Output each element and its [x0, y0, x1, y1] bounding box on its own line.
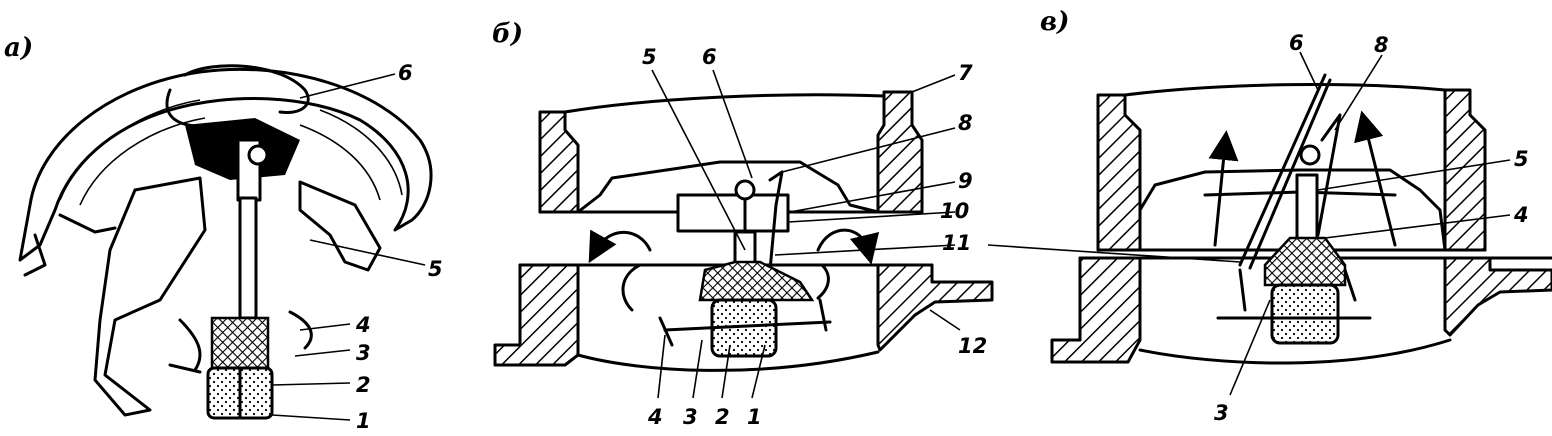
panel-b-leader-2: [721, 344, 731, 399]
panel-a-leader-3: [294, 349, 351, 357]
panel-b-leader-11: [774, 244, 956, 256]
panel-v-leader-8: [1334, 54, 1383, 131]
panel-v-leader-6: [1299, 51, 1319, 91]
panel-a-label: а): [4, 33, 33, 63]
panel-b-label: б): [492, 19, 523, 49]
panel-a-callout-2: 2: [356, 373, 371, 397]
panel-v-callout-8: 8: [1374, 33, 1389, 57]
panel-b-leader-12: [929, 309, 961, 331]
panel-v: в): [987, 7, 1552, 425]
panel-b-callout-11: 11: [942, 231, 971, 255]
panel-v-housing-drawing: [1050, 73, 1552, 365]
panel-b: б): [492, 19, 994, 429]
panel-b-callout-10: 10: [940, 199, 969, 223]
panel-b-callout-6: 6: [702, 45, 717, 69]
panel-a-callout-1: 1: [356, 409, 371, 433]
panel-a-leader-4: [299, 323, 351, 331]
panel-b-callout-4: 4: [647, 405, 663, 429]
panel-a-callout-6: 6: [398, 61, 413, 85]
panel-b-callout-8: 8: [958, 111, 973, 135]
panel-v-leader-4: [1324, 214, 1511, 239]
panel-b-callout-5: 5: [642, 45, 657, 69]
panel-a-leader-5: [309, 239, 426, 266]
panel-v-leader-5: [1317, 159, 1511, 191]
panel-a: а): [4, 33, 443, 433]
panel-b-callout-2: 2: [715, 405, 730, 429]
panel-b-leader-6: [712, 69, 753, 179]
panel-v-label: в): [1040, 7, 1069, 37]
panel-b-leader-5: [651, 69, 746, 251]
panel-a-callout-3: 3: [356, 341, 371, 365]
panel-b-callout-9: 9: [958, 169, 973, 193]
panel-b-callout-7: 7: [958, 61, 973, 85]
panel-a-leader-2: [271, 382, 351, 386]
panel-b-leader-1: [751, 344, 766, 399]
panel-a-callout-5: 5: [428, 257, 443, 281]
panel-v-callout-6: 6: [1289, 31, 1304, 55]
panel-b-leader-8: [781, 127, 956, 173]
panel-b-housing-drawing: [493, 90, 994, 372]
panel-b-callout-1: 1: [747, 405, 762, 429]
panel-b-callout-12: 12: [958, 334, 987, 358]
panel-a-leader-6: [299, 73, 396, 99]
panel-b-leader-3: [692, 339, 703, 399]
panel-v-leader-11: [987, 244, 1241, 263]
panel-b-leader-7: [911, 74, 956, 93]
panel-b-leader-10: [787, 211, 956, 223]
panel-v-callout-3: 3: [1214, 401, 1229, 425]
panel-b-leader-9: [789, 181, 956, 213]
panel-v-callout-4: 4: [1513, 203, 1529, 227]
panel-a-thermostat-drawing: [18, 64, 433, 420]
panel-b-leader-4: [657, 334, 666, 399]
panel-b-callout-3: 3: [683, 405, 698, 429]
panel-a-leader-1: [271, 414, 351, 421]
panel-v-callout-5: 5: [1514, 147, 1529, 171]
panel-a-callout-4: 4: [355, 313, 371, 337]
panel-v-leader-3: [1229, 299, 1271, 396]
